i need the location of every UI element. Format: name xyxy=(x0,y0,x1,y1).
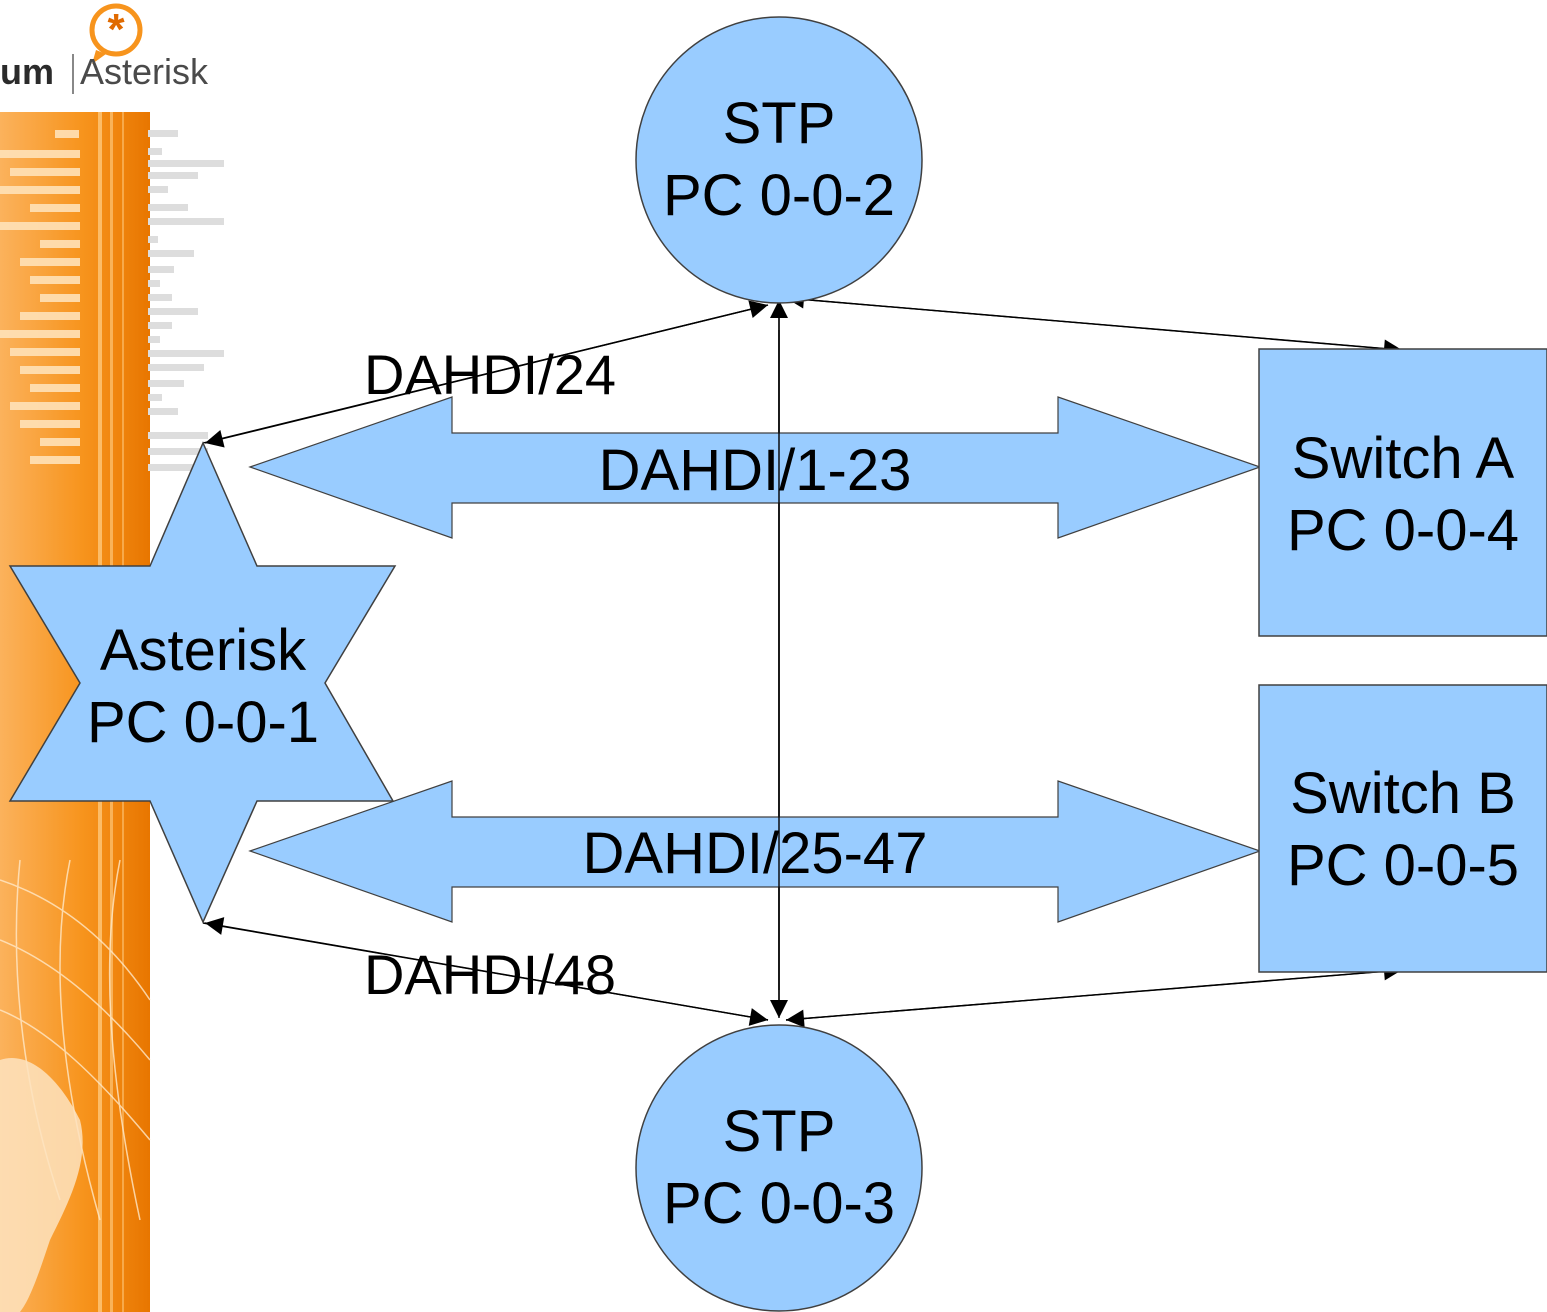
logo-text-left: um xyxy=(0,51,54,92)
stp-bottom-node xyxy=(635,1024,923,1312)
stp-top-line1: STP xyxy=(723,91,836,156)
logo-text-right: Asterisk xyxy=(80,51,209,92)
stp-top-line2: PC 0-0-2 xyxy=(663,163,895,228)
asterisk-line1: Asterisk xyxy=(100,618,307,683)
link-label-dahdi-48: DAHDI/48 xyxy=(364,943,616,1006)
link-stp-bottom-switch-b xyxy=(785,962,1403,1021)
gray-blocks xyxy=(148,130,224,471)
asterisk-line2: PC 0-0-1 xyxy=(87,690,319,755)
trunk-label-dahdi-25-47: DAHDI/25-47 xyxy=(583,821,928,886)
link-label-dahdi-24: DAHDI/24 xyxy=(364,343,616,406)
logo-divider xyxy=(72,54,74,94)
stp-bottom-line1: STP xyxy=(723,1099,836,1164)
trunk-label-dahdi-1-23: DAHDI/1-23 xyxy=(599,438,912,503)
sidebar-blocks xyxy=(0,130,80,464)
switch-b-line2: PC 0-0-5 xyxy=(1287,833,1519,898)
switch-a-line2: PC 0-0-4 xyxy=(1287,498,1519,563)
link-stp-top-asterisk xyxy=(204,304,769,448)
stp-bottom-line2: PC 0-0-3 xyxy=(663,1171,895,1236)
link-stp-bottom-asterisk xyxy=(204,917,769,1021)
switch-a-node xyxy=(1258,348,1547,637)
switch-b-node xyxy=(1258,684,1547,973)
switch-b-line1: Switch B xyxy=(1290,761,1516,826)
asterisk-star-icon xyxy=(89,3,143,57)
link-stp-top-switch-a xyxy=(785,297,1403,358)
switch-a-line1: Switch A xyxy=(1292,426,1515,491)
signaling-links xyxy=(202,290,1403,1028)
continent-shape xyxy=(0,1058,83,1312)
logo-speech-tail xyxy=(92,50,106,64)
stp-top-node xyxy=(635,16,923,304)
logo: * um Asterisk xyxy=(0,3,209,94)
asterisk-node xyxy=(8,441,397,924)
asterisk-glyph: * xyxy=(107,5,125,54)
